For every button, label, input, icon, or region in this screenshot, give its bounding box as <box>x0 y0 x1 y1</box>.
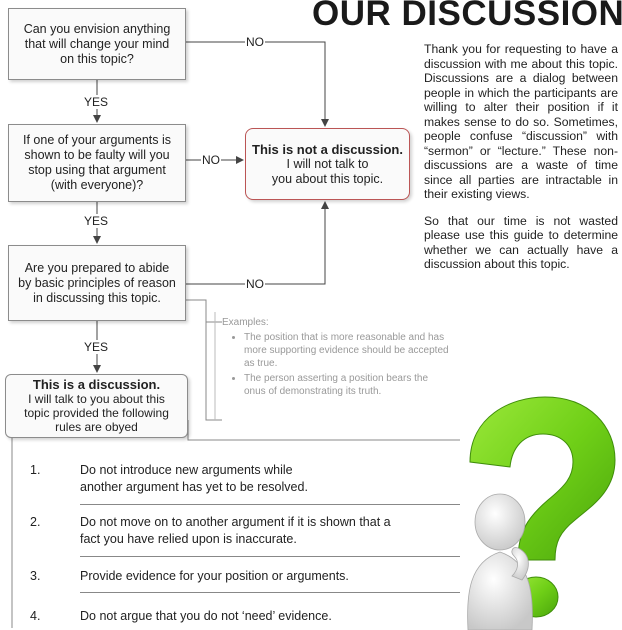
question-faulty-argument: If one of your arguments is shown to be … <box>8 124 186 202</box>
rule-divider <box>80 592 460 593</box>
not-discussion-box: This is not a discussion. I will not tal… <box>245 128 410 200</box>
thinking-person-figure-icon <box>467 493 533 630</box>
question-principles-of-reason: Are you prepared to abide by basic princ… <box>8 245 186 321</box>
rule-text: Do not move on to another argument if it… <box>80 515 391 546</box>
no-label-2: NO <box>201 153 221 167</box>
no-label-3: NO <box>245 277 265 291</box>
yes-label-3: YES <box>83 340 110 354</box>
intro-paragraph-1: Thank you for requesting to have a discu… <box>424 42 618 201</box>
not-discussion-heading: This is not a discussion. <box>252 141 403 157</box>
page-title: OUR DISCUSSION <box>312 0 622 33</box>
rule-text: Do not argue that you do not ‘need’ evid… <box>80 609 332 623</box>
example-item: The person asserting a position bears th… <box>244 372 452 398</box>
is-discussion-box: This is a discussion. I will talk to you… <box>5 374 188 438</box>
not-discussion-text: I will not talk to you about this topic. <box>271 156 384 186</box>
yes-label-2: YES <box>83 214 110 228</box>
rule-text: Provide evidence for your position or ar… <box>80 569 349 583</box>
example-item: The position that is more reasonable and… <box>244 331 452 370</box>
is-discussion-text: I will talk to you about this topic prov… <box>24 392 169 434</box>
examples-note: Examples: The position that is more reas… <box>222 316 452 400</box>
rule-number: 3. <box>30 569 41 583</box>
intro-paragraph-2: So that our time is not wasted please us… <box>424 213 618 272</box>
rule-number: 2. <box>30 515 41 529</box>
is-discussion-heading: This is a discussion. <box>32 377 161 392</box>
question-mark-illustration <box>467 396 616 630</box>
question-change-mind: Can you envision anything that will chan… <box>8 8 186 80</box>
examples-list: The position that is more reasonable and… <box>222 331 452 398</box>
yes-label-1: YES <box>83 95 110 109</box>
examples-heading: Examples: <box>222 317 269 328</box>
rule-number: 4. <box>30 609 41 623</box>
rule-divider <box>80 556 460 557</box>
no-label-1: NO <box>245 35 265 49</box>
rule-text: Do not introduce new arguments while ano… <box>80 463 308 494</box>
rule-number: 1. <box>30 463 41 477</box>
intro-text: Thank you for requesting to have a discu… <box>424 42 618 284</box>
rule-divider <box>80 504 460 505</box>
